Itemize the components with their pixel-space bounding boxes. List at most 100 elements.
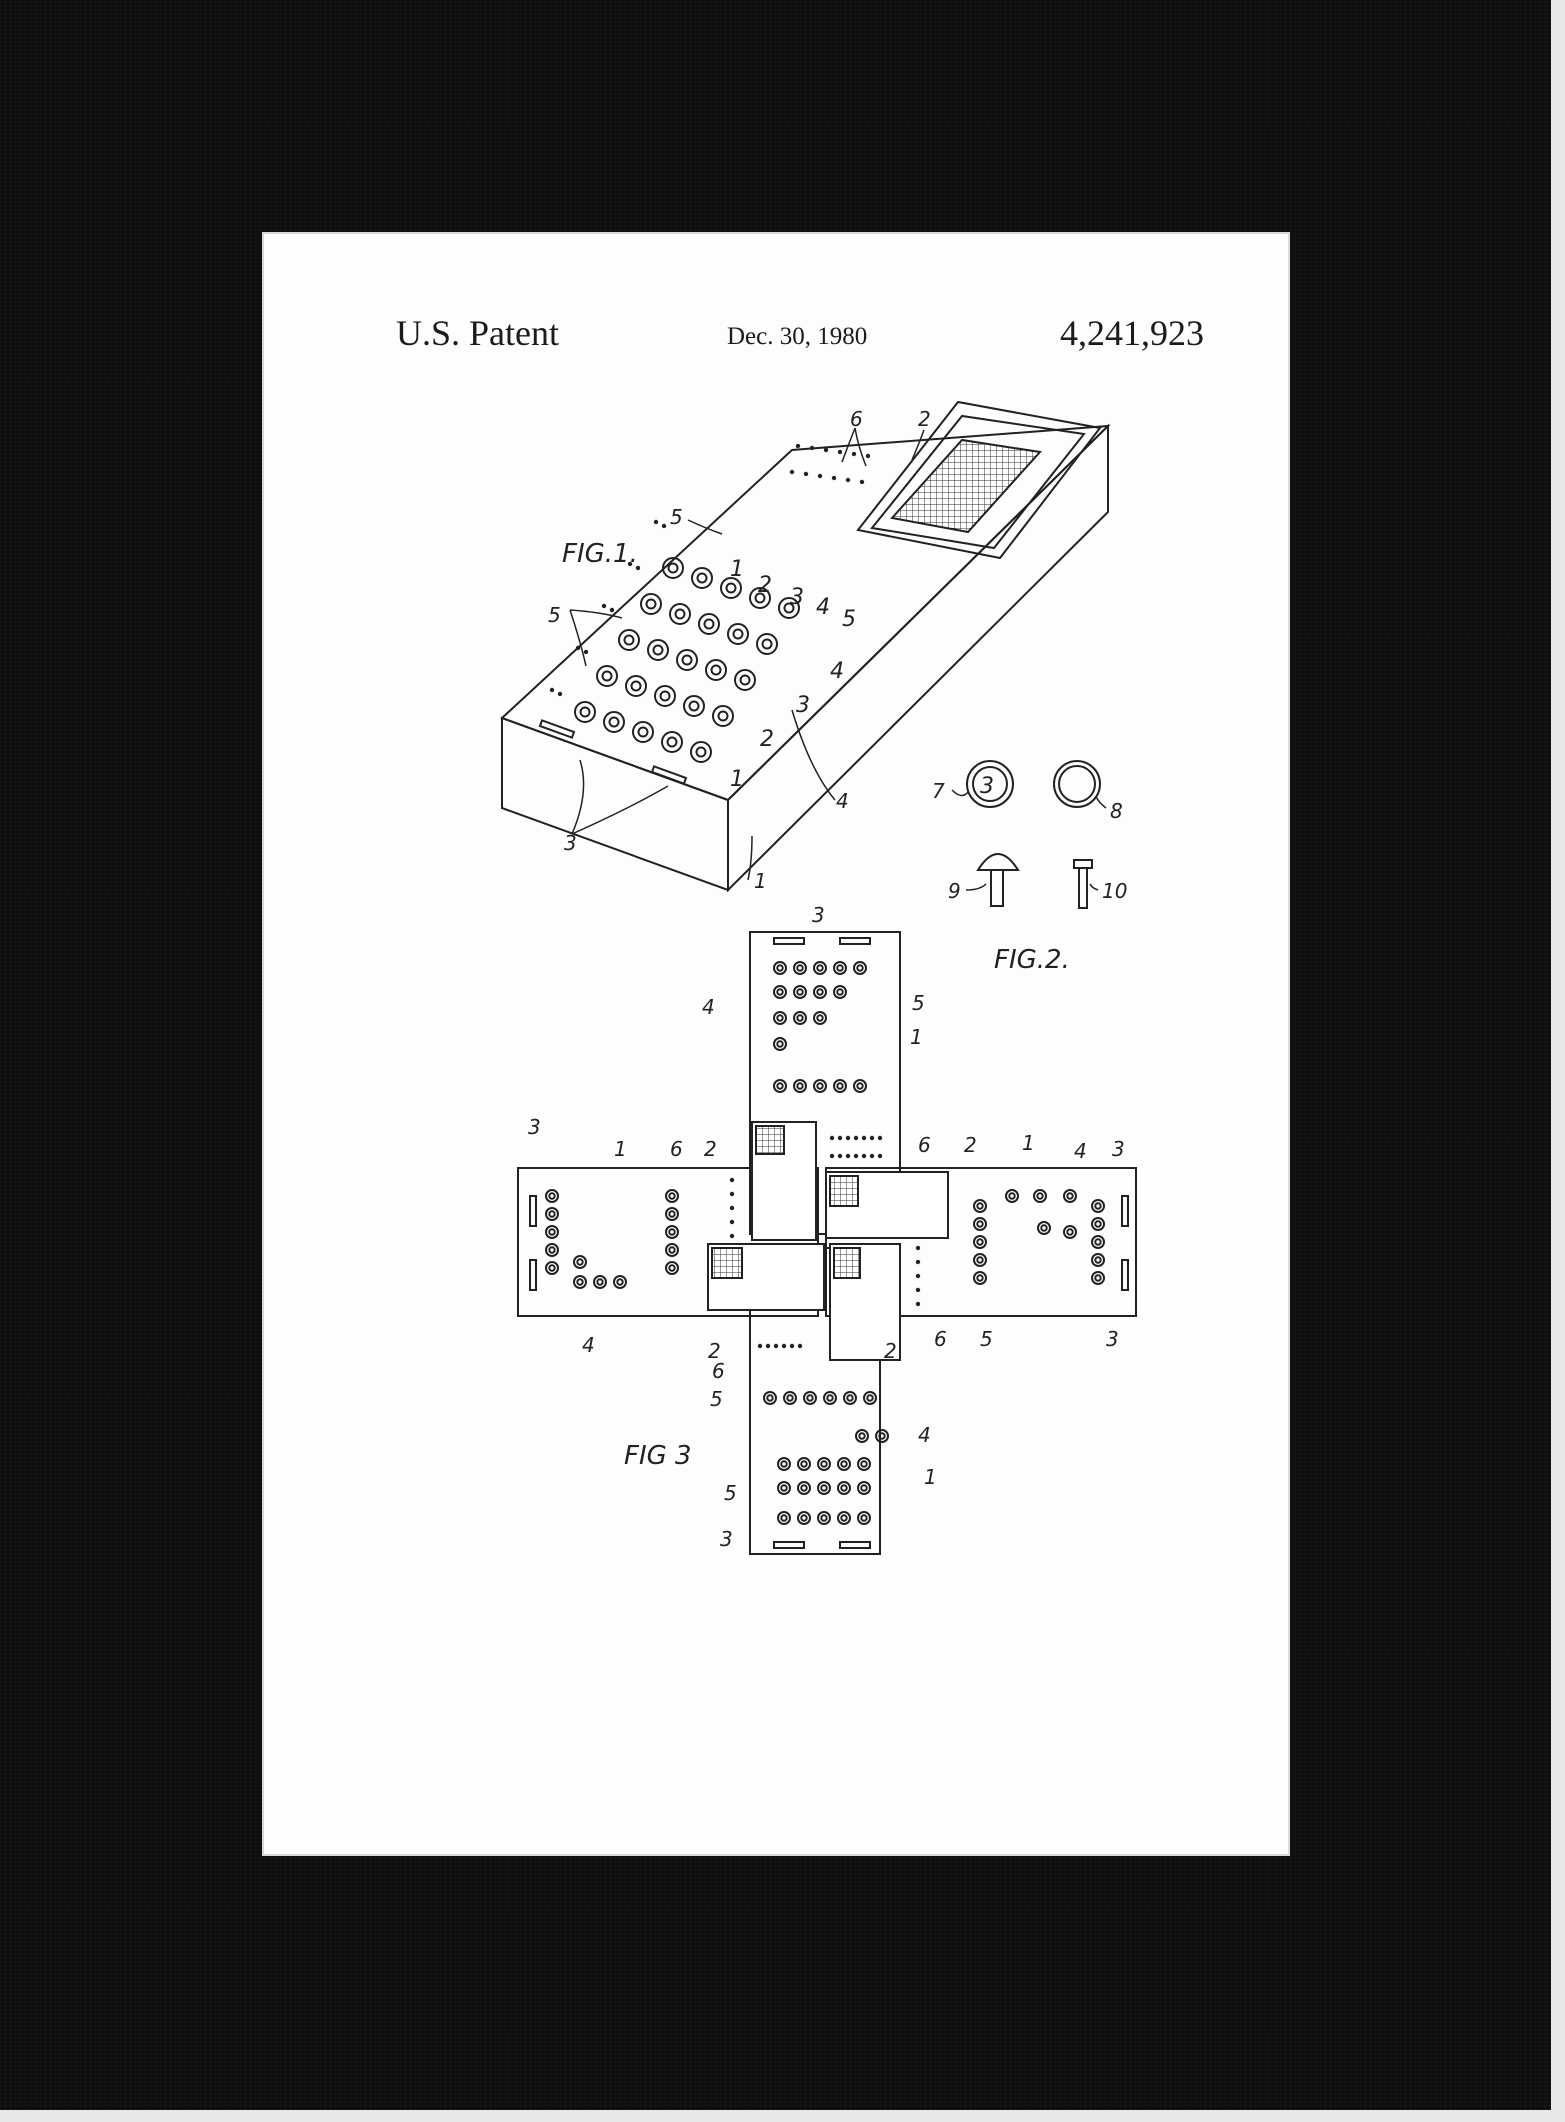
pin-hole xyxy=(845,1153,851,1159)
board-hole xyxy=(545,1207,559,1221)
fig3-ref-4-bottom: 4 xyxy=(918,1423,931,1447)
board-hole xyxy=(797,1511,811,1525)
board-hole xyxy=(833,961,847,975)
pin-hole xyxy=(859,479,865,485)
pin-hole xyxy=(837,449,843,455)
board-hole xyxy=(691,567,713,589)
pin-hole xyxy=(765,1343,771,1349)
row-number-4: 4 xyxy=(816,595,830,620)
patent-drawing: FIG.1. FIG.2. FIG 3 3 1 2 3 4 5 1 2 3 4 … xyxy=(500,400,1137,1555)
board-hole xyxy=(817,1511,831,1525)
row-number-5: 5 xyxy=(842,607,856,632)
token-number: 3 xyxy=(980,774,994,799)
board-hole xyxy=(1063,1189,1077,1203)
board-hole xyxy=(1005,1189,1019,1203)
board-hole xyxy=(661,731,683,753)
fig3-ref-5-bottom: 5 xyxy=(710,1387,723,1411)
board-hole xyxy=(545,1261,559,1275)
pin-hole xyxy=(729,1177,735,1183)
pin-hole xyxy=(865,453,871,459)
board-hole xyxy=(837,1511,851,1525)
board-hole xyxy=(665,1243,679,1257)
board-hole xyxy=(1091,1217,1105,1231)
board-hole xyxy=(773,961,787,975)
board-hole xyxy=(596,665,618,687)
fig1-slot xyxy=(650,765,688,785)
peg-thin xyxy=(1073,859,1093,869)
pin-hole xyxy=(729,1219,735,1225)
board-hole xyxy=(640,593,662,615)
board-hole xyxy=(773,1079,787,1093)
pin-hole xyxy=(729,1205,735,1211)
board-hole xyxy=(857,1457,871,1471)
board-hole xyxy=(654,685,676,707)
pin-hole xyxy=(877,1153,883,1159)
board-hole xyxy=(793,961,807,975)
board-hole xyxy=(837,1481,851,1495)
scanner-edge-bottom xyxy=(0,2110,1565,2122)
pin-hole xyxy=(861,1135,867,1141)
pin-hole xyxy=(729,1233,735,1239)
ring-token xyxy=(1053,760,1101,808)
pin-hole xyxy=(803,471,809,477)
board-hole xyxy=(665,1189,679,1203)
fig2-parts xyxy=(966,760,1101,909)
board-hole xyxy=(720,577,742,599)
pin-hole xyxy=(915,1259,921,1265)
ref-7: 7 xyxy=(932,779,945,803)
pin-hole xyxy=(823,447,829,453)
pin-hole xyxy=(549,687,555,693)
pin-hole xyxy=(661,523,667,529)
board-hole xyxy=(603,711,625,733)
ref-4: 4 xyxy=(836,789,849,813)
pin-hole xyxy=(869,1153,875,1159)
fig3-ref-6-bottom: 6 xyxy=(712,1359,725,1383)
board-hole xyxy=(712,705,734,727)
board-hole xyxy=(797,1481,811,1495)
fig3-ref-3-br: 3 xyxy=(1106,1327,1119,1351)
board-hole xyxy=(705,659,727,681)
board-hole xyxy=(573,1275,587,1289)
col-number-2: 2 xyxy=(760,727,774,752)
fig3-ref-2-mid: 2 xyxy=(964,1133,977,1157)
pin-hole xyxy=(583,649,589,655)
board-hole xyxy=(853,961,867,975)
fig2-label: FIG.2. xyxy=(994,945,1070,975)
board-hole xyxy=(817,1457,831,1471)
board-hole xyxy=(793,1079,807,1093)
pin-hole xyxy=(845,477,851,483)
pin-hole xyxy=(817,473,823,479)
numbered-token xyxy=(966,760,1014,808)
board-hole xyxy=(625,675,647,697)
board-hole xyxy=(777,1457,791,1471)
board-hole xyxy=(676,649,698,671)
board-left xyxy=(517,1167,819,1317)
board-hole xyxy=(857,1481,871,1495)
board-hole xyxy=(1091,1235,1105,1249)
patent-sheet xyxy=(262,232,1290,1856)
board-hole xyxy=(698,613,720,635)
board-hole xyxy=(593,1275,607,1289)
board-hole xyxy=(823,1391,837,1405)
board-hole xyxy=(763,1391,777,1405)
board-hole xyxy=(1091,1199,1105,1213)
pin-hole xyxy=(831,475,837,481)
patent-number: 4,241,923 xyxy=(1060,313,1204,353)
ref-9: 9 xyxy=(948,879,961,903)
board-hole xyxy=(665,1261,679,1275)
col-number-1: 1 xyxy=(730,767,744,792)
pin-hole xyxy=(915,1245,921,1251)
board-hole xyxy=(837,1457,851,1471)
pin-hole xyxy=(609,607,615,613)
ref-5: 5 xyxy=(670,505,683,529)
fig3-cross-board xyxy=(517,931,1137,1555)
pin-hole xyxy=(853,1135,859,1141)
fig3-ref-5-top: 5 xyxy=(912,991,925,1015)
board-hole xyxy=(813,985,827,999)
ref-2: 2 xyxy=(918,407,931,431)
ref-3: 3 xyxy=(564,831,577,855)
pin-hole xyxy=(915,1301,921,1307)
board-hole xyxy=(574,701,596,723)
board-hole xyxy=(773,1011,787,1025)
fig1-slot xyxy=(538,719,576,739)
